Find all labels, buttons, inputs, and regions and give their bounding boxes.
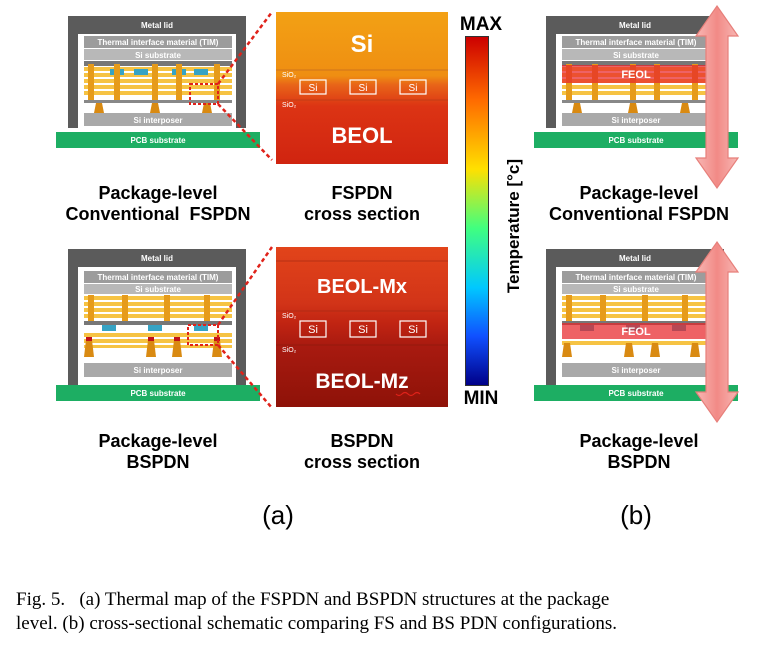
- si-substrate-label: Si substrate: [135, 285, 181, 294]
- bs-top-layer-label: BEOL-Mx: [317, 276, 407, 298]
- bs-package-diagram-a: Metal lid Thermal interface material (TI…: [56, 249, 260, 401]
- si-interposer: [84, 363, 232, 377]
- feol-label: FEOL: [621, 69, 651, 81]
- fs-oxide-top-label: SiO₂: [282, 72, 297, 79]
- fs-cross-section: Si SiO₂ Si Si Si SiO₂ BEOL: [276, 12, 448, 164]
- si-interposer-label: Si interposer: [612, 366, 661, 375]
- zoom-region-box: [187, 324, 219, 346]
- fs-bottom-layer-label: BEOL: [331, 123, 392, 148]
- micro-bumps: [94, 103, 212, 113]
- si-substrate-label: Si substrate: [613, 51, 659, 60]
- si-block-label: Si: [408, 324, 418, 336]
- pcb-substrate-label: PCB substrate: [130, 136, 186, 145]
- si-interposer-label: Si interposer: [134, 116, 183, 125]
- bs-bottom-layer-label: BEOL-Mz: [315, 370, 408, 393]
- si-block-label: Si: [358, 324, 368, 336]
- tim-layer: [84, 271, 232, 283]
- temperature-colorbar: [465, 36, 489, 386]
- colorbar-min-label: MIN: [463, 388, 499, 409]
- feol-highlight: [562, 65, 710, 83]
- fs-package-diagram-b: Metal lid Thermal interface material (TI…: [534, 16, 738, 148]
- metal-lid-label: Metal lid: [141, 254, 173, 263]
- pcb-substrate-label: PCB substrate: [608, 389, 664, 398]
- feol-highlight: [562, 323, 710, 339]
- si-substrate-label: Si substrate: [613, 285, 659, 294]
- tim-label: Thermal interface material (TIM): [98, 273, 219, 282]
- fs-top-layer-label: Si: [351, 31, 374, 58]
- beol-stack-back: [84, 333, 232, 348]
- pcb-substrate: [56, 385, 260, 401]
- tim-label: Thermal interface material (TIM): [576, 38, 697, 47]
- bs-oxide-bottom-label: SiO₂: [282, 347, 297, 354]
- fs-package-diagram-a: Metal lid Thermal interface material (TI…: [56, 16, 260, 148]
- metal-lid-label: Metal lid: [141, 21, 173, 30]
- si-substrate: [84, 49, 232, 60]
- subfigure-b-label: (b): [620, 500, 652, 530]
- caption-line-2: level. (b) cross-sectional schematic com…: [16, 613, 618, 634]
- micro-bumps: [84, 340, 222, 357]
- si-substrate: [84, 284, 232, 294]
- si-interposer: [84, 113, 232, 126]
- tim-label: Thermal interface material (TIM): [98, 38, 219, 47]
- figure-caption: Fig. 5. (a) Thermal map of the FSPDN and…: [16, 588, 766, 636]
- beol-stack: [84, 61, 232, 100]
- zoom-region-box: [189, 83, 219, 105]
- zoom-connector-lines: [216, 11, 274, 409]
- caption-line-1: Fig. 5. (a) Thermal map of the FSPDN and…: [16, 589, 610, 610]
- heat-flow-arrow-bs: [694, 240, 740, 424]
- bs-package-diagram-b: Metal lid Thermal interface material (TI…: [534, 249, 738, 401]
- fs-si-blocks: Si Si Si: [299, 79, 427, 95]
- si-block-label: Si: [308, 324, 318, 336]
- si-interposer-label: Si interposer: [612, 116, 661, 125]
- subfigure-a-label: (a): [262, 500, 294, 530]
- metal-lid-label: Metal lid: [619, 254, 651, 263]
- colorbar-axis-label: Temperature [°c]: [504, 158, 523, 294]
- colorbar-max-label: MAX: [459, 14, 503, 35]
- beol-stack-front: [84, 295, 232, 321]
- pcb-substrate-label: PCB substrate: [608, 136, 664, 145]
- tim-layer: [84, 36, 232, 48]
- bs-si-blocks: Si Si Si: [299, 320, 427, 338]
- pcb-substrate: [56, 132, 260, 148]
- heat-flow-arrow-fs: [694, 4, 740, 190]
- si-block-label: Si: [359, 83, 368, 94]
- si-block-label: Si: [309, 83, 318, 94]
- si-interposer-label: Si interposer: [134, 366, 183, 375]
- fs-oxide-bottom-label: SiO₂: [282, 102, 297, 109]
- feol-label: FEOL: [621, 326, 651, 338]
- metal-lid-label: Metal lid: [619, 21, 651, 30]
- bs-cross-section: BEOL-Mx SiO₂ Si Si Si SiO₂ BEOL-Mz: [276, 247, 448, 407]
- si-block-label: Si: [409, 83, 418, 94]
- pcb-substrate-label: PCB substrate: [130, 389, 186, 398]
- tim-label: Thermal interface material (TIM): [576, 273, 697, 282]
- bs-oxide-top-label: SiO₂: [282, 313, 297, 320]
- si-substrate-label: Si substrate: [135, 51, 181, 60]
